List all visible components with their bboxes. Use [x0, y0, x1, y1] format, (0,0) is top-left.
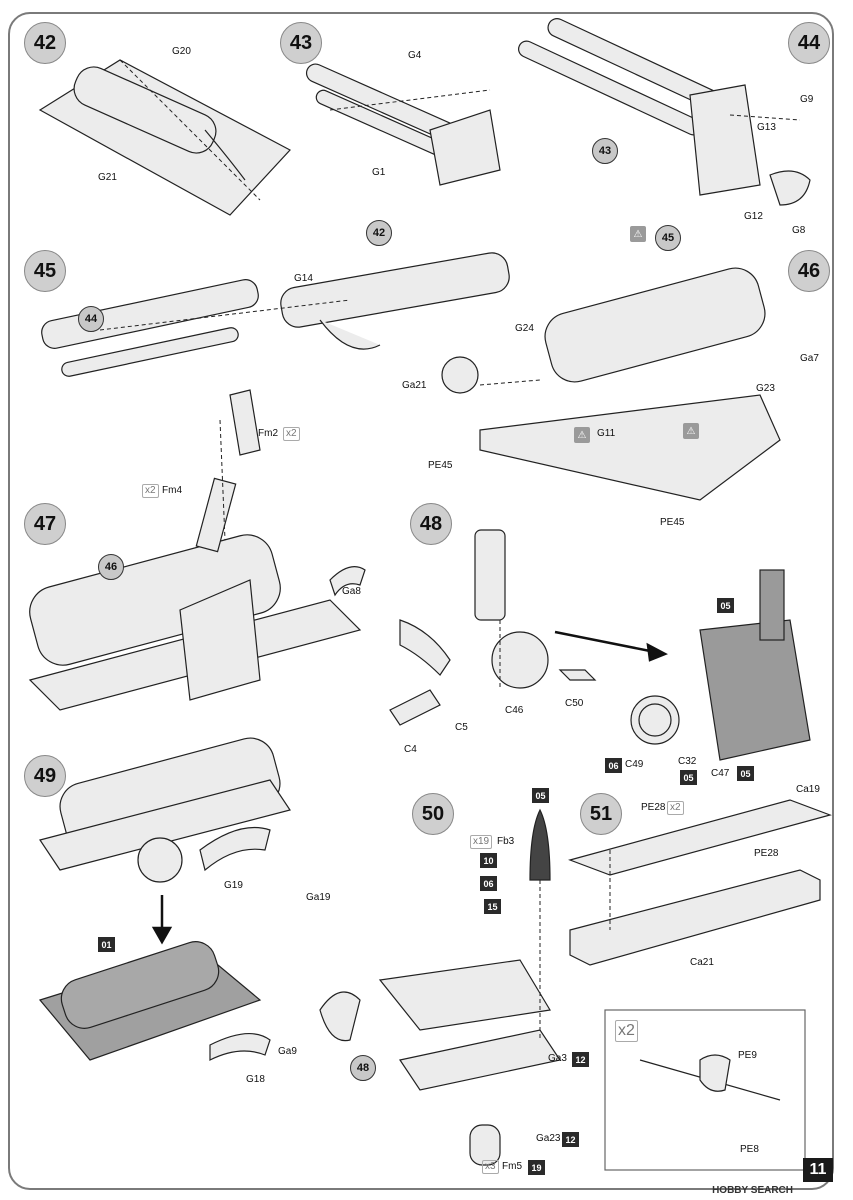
part-label: Ga3 [548, 1053, 567, 1064]
part-label: C5 [455, 722, 468, 733]
color-code: 15 [484, 899, 501, 914]
part-label: C47 [711, 768, 730, 779]
part-label: Ga21 [402, 380, 427, 391]
trail-46 [479, 394, 781, 501]
step-number-51: 51 [580, 793, 622, 835]
ref-48: 48 [350, 1055, 376, 1081]
part-label: C4 [404, 744, 417, 755]
gun-body-47 [29, 534, 281, 666]
paint-warning-icon: ⚠ [630, 226, 646, 242]
part-label: Ga9 [278, 1046, 297, 1057]
side-plate-47 [179, 579, 261, 701]
ref-43: 43 [592, 138, 618, 164]
color-code: 10 [480, 853, 497, 868]
part-label: Fb3 [497, 836, 515, 847]
step-number-45: 45 [24, 250, 66, 292]
paint-warning-icon: ⚠ [683, 423, 699, 439]
part-label: PE9 [738, 1050, 757, 1061]
part-label: G21 [98, 172, 117, 183]
part-label: G14 [294, 273, 313, 284]
ammo-rack-50 [378, 959, 551, 1031]
part-label: G13 [757, 122, 776, 133]
part-label: Ga7 [800, 353, 819, 364]
part-label: Ga8 [342, 586, 361, 597]
ref-45: 45 [655, 225, 681, 251]
step-number-50: 50 [412, 793, 454, 835]
part-label: Fm5 [502, 1161, 522, 1172]
recoil-assembly-45 [41, 279, 259, 349]
ring-48 [491, 631, 549, 689]
part-label: Fm2 [258, 428, 278, 439]
part-label: PE28 [754, 848, 779, 859]
paint-warning-icon: ⚠ [574, 427, 590, 443]
part-label: G9 [800, 94, 814, 105]
shell-fb3 [529, 808, 551, 881]
part-label: C50 [565, 698, 584, 709]
box-lid-51 [568, 799, 832, 876]
step-number-47: 47 [24, 503, 66, 545]
color-code: 06 [480, 876, 497, 891]
quantity-badge: x2 [615, 1020, 638, 1042]
box-body-51 [569, 869, 821, 966]
color-code: 19 [528, 1160, 545, 1175]
ref-42: 42 [366, 220, 392, 246]
part-label: PE8 [740, 1144, 759, 1155]
step-number-46: 46 [788, 250, 830, 292]
page-number: 11 [803, 1158, 833, 1182]
part-label: Fm4 [162, 485, 182, 496]
color-code: 05 [737, 766, 754, 781]
part-label: Ca21 [690, 957, 714, 968]
quantity-badge: x2 [283, 427, 300, 441]
part-label: Ga19 [306, 892, 331, 903]
part-label: G23 [756, 383, 775, 394]
color-code: 05 [680, 770, 697, 785]
part-label: G12 [744, 211, 763, 222]
handwheel-49 [137, 837, 183, 883]
part-label: G19 [224, 880, 243, 891]
detail-inset-51 [604, 1009, 806, 1171]
part-label: C46 [505, 705, 524, 716]
gun-body-46 [544, 267, 766, 383]
color-code: 12 [562, 1132, 579, 1147]
ref-46: 46 [98, 554, 124, 580]
part-label: C32 [678, 756, 697, 767]
part-label: PE28 [641, 802, 666, 813]
handwheel-46 [441, 356, 479, 394]
part-label: C49 [625, 759, 644, 770]
watermark: HOBBY SEARCH [712, 1185, 793, 1196]
instruction-page-frame [8, 12, 834, 1190]
color-code: 05 [532, 788, 549, 803]
part-label: G24 [515, 323, 534, 334]
step-number-48: 48 [410, 503, 452, 545]
column-48 [474, 529, 506, 621]
quantity-badge: x19 [470, 835, 493, 849]
color-code: 01 [98, 937, 115, 952]
quantity-badge: x3 [482, 1160, 499, 1174]
breech-44 [689, 84, 761, 196]
part-label: PE45 [660, 517, 685, 528]
ref-44: 44 [78, 306, 104, 332]
part-label: G20 [172, 46, 191, 57]
color-code: 05 [717, 598, 734, 613]
part-label: PE45 [428, 460, 453, 471]
part-label: G11 [597, 428, 616, 439]
quantity-badge: x2 [667, 801, 684, 815]
color-code: 12 [572, 1052, 589, 1067]
step-number-49: 49 [24, 755, 66, 797]
part-label: G8 [792, 225, 806, 236]
part-label: G18 [246, 1074, 265, 1085]
step-number-43: 43 [280, 22, 322, 64]
cradle-45 [280, 252, 510, 328]
part-label: G4 [408, 50, 422, 61]
step-number-42: 42 [24, 22, 66, 64]
quantity-badge: x2 [142, 484, 159, 498]
breech-block-43 [429, 109, 501, 186]
part-label: G1 [372, 167, 386, 178]
part-label: Ga23 [536, 1133, 561, 1144]
color-code: 06 [605, 758, 622, 773]
step-number-44: 44 [788, 22, 830, 64]
traverse-block-48b [699, 619, 811, 761]
part-label: Ca19 [796, 784, 820, 795]
